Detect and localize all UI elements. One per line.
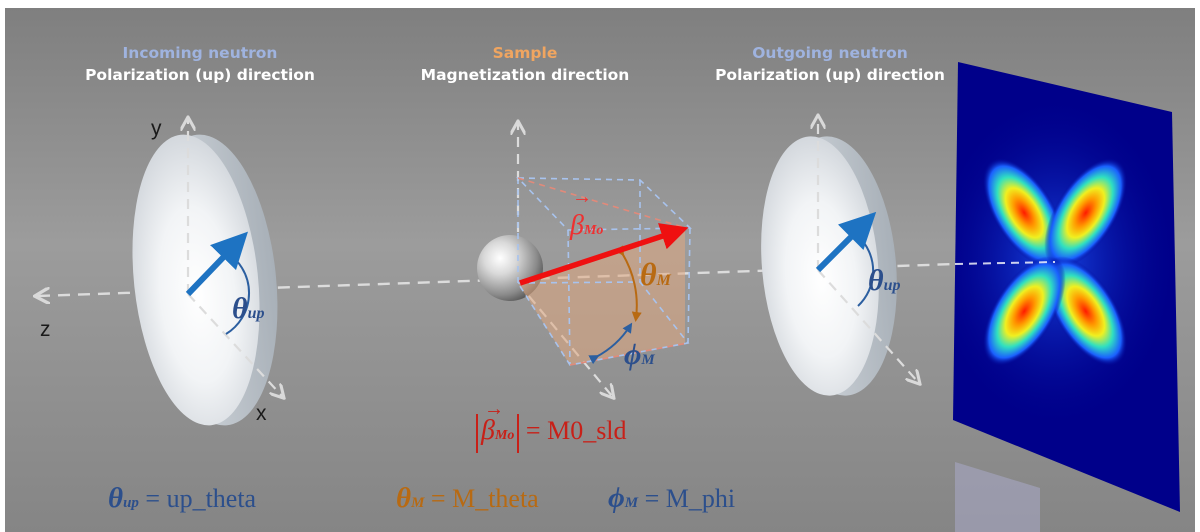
outgoing-title: Polarization (up) direction [715, 66, 945, 84]
sample [477, 124, 692, 396]
incoming-title: Polarization (up) direction [85, 66, 315, 84]
projection-box [516, 177, 692, 366]
magnetization-plane [518, 228, 685, 365]
magnetization-arrow [519, 223, 689, 286]
outgoing-x-axis [817, 269, 918, 382]
incoming-neutron-header: Incoming neutron Polarization (up) direc… [30, 42, 370, 86]
incoming-x-axis [187, 293, 282, 396]
sample-category: Sample [492, 44, 558, 62]
incoming-polarizer [132, 120, 291, 426]
phi-M-arc [588, 322, 633, 365]
outgoing-theta-label: θup [868, 264, 901, 297]
incoming-theta-label: θup [232, 292, 265, 325]
z-axis-label: z [40, 318, 51, 341]
screen-reflection [955, 462, 1040, 532]
y-axis-label: y [151, 117, 162, 140]
beam-on-detector [954, 261, 1056, 265]
sample-header: Sample Magnetization direction [355, 42, 695, 86]
up-theta-equation: θup = up_theta [108, 482, 257, 514]
M-phi-equation: ϕM = M_phi [608, 482, 736, 514]
outgoing-analyzer [761, 118, 918, 396]
incoming-disc-face [132, 134, 260, 426]
outgoing-category: Outgoing neutron [752, 44, 908, 62]
theta-M-label: θM [640, 256, 671, 292]
x-axis-label: x [256, 402, 267, 425]
outgoing-polarization-arrow [815, 211, 877, 273]
detector-screen [953, 62, 1180, 512]
incoming-polarization-arrow [185, 231, 248, 297]
M0-sld-equation: → βMo = M0_sld [476, 398, 627, 453]
phi-M-label: ϕM [624, 338, 655, 371]
outgoing-neutron-header: Outgoing neutron Polarization (up) direc… [660, 42, 1000, 86]
beta-Mo-vector-label: → βMo [570, 186, 604, 241]
M-theta-equation: θM = M_theta [396, 482, 539, 514]
theta-M-arc [614, 245, 642, 322]
sample-title: Magnetization direction [420, 66, 630, 84]
incoming-category: Incoming neutron [122, 44, 278, 62]
